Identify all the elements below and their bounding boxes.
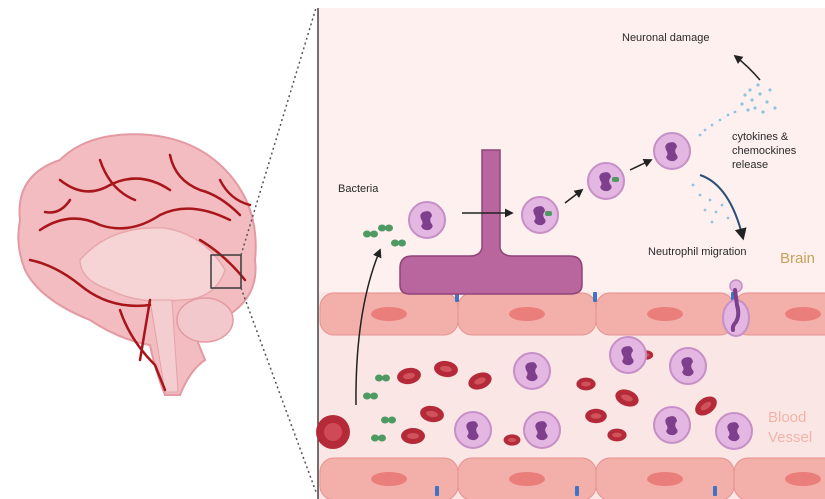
label-neuronal-damage: Neuronal damage	[622, 32, 709, 44]
label-blood-vessel: Blood Vessel	[768, 408, 825, 448]
label-neutrophil-migration: Neutrophil migration	[648, 246, 746, 258]
label-cytokines-release: cytokines & chemockines release	[732, 130, 822, 172]
label-bacteria: Bacteria	[338, 183, 378, 195]
endothelial-layer-bottom	[320, 458, 825, 499]
neutrophil-phagocytic	[588, 163, 624, 199]
zoom-panel	[316, 8, 825, 499]
neutrophil-phagocytic	[522, 197, 558, 233]
label-brain: Brain	[780, 250, 815, 267]
brain-illustration	[18, 134, 255, 395]
large-red-blood-cell	[316, 415, 350, 449]
cerebellum	[177, 298, 233, 342]
